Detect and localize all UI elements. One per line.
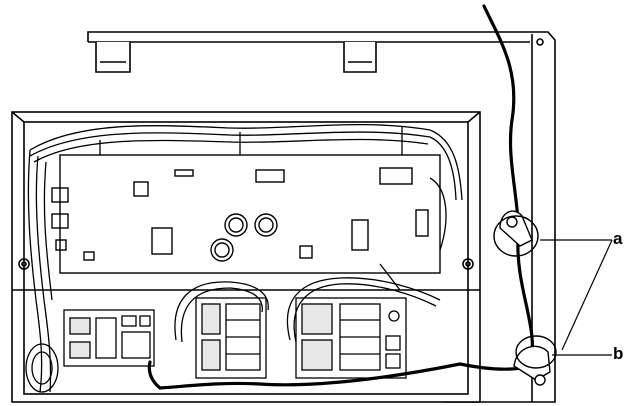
callout-label-a: a <box>613 229 623 248</box>
power-cable <box>147 4 535 390</box>
callout-label-b: b <box>613 344 624 363</box>
lower-left-components <box>63 309 155 367</box>
center-terminal-blocks <box>195 297 407 379</box>
pcb-board <box>51 154 441 274</box>
wire-harness-top <box>29 123 463 201</box>
callout-leaders <box>540 239 613 356</box>
wire-harness-middle <box>174 177 447 343</box>
cable-clamps <box>493 210 557 386</box>
wire-harness-left <box>25 149 59 393</box>
